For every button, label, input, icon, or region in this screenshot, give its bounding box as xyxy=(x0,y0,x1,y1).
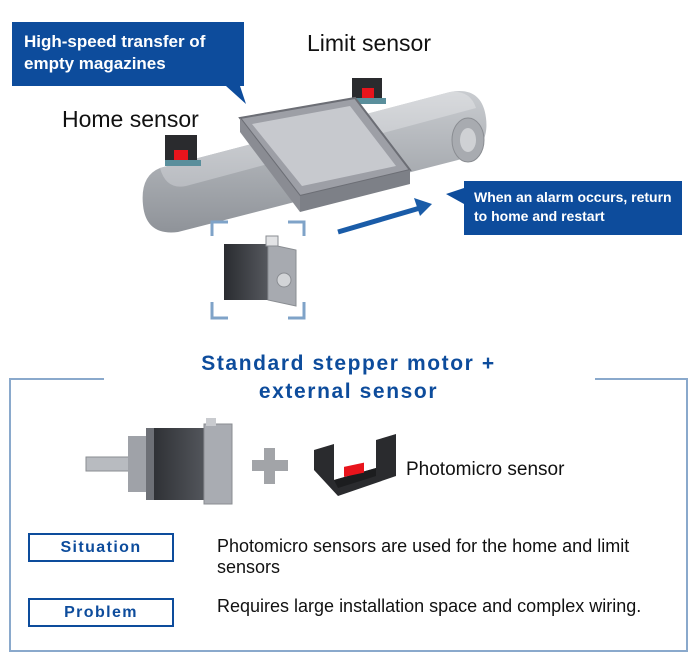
direction-arrow xyxy=(337,198,432,235)
plus-icon xyxy=(252,448,288,484)
motor-focus-bracket xyxy=(210,220,306,320)
callout-transfer-pointer xyxy=(226,86,246,104)
stepper-motor-large-icon xyxy=(85,418,233,505)
panel-title: Standard stepper motor + external sensor xyxy=(0,350,697,406)
panel-title-line-1: Standard stepper motor + xyxy=(201,352,496,375)
callout-alarm-pointer xyxy=(446,188,464,204)
magazine-tray xyxy=(238,96,412,212)
stepper-motor-icon xyxy=(224,235,297,307)
situation-text: Photomicro sensors are used for the home… xyxy=(217,536,630,577)
panel-title-line-2: external sensor xyxy=(258,380,439,403)
problem-tag: Problem xyxy=(28,598,174,627)
photomicro-sensor-label: Photomicro sensor xyxy=(406,459,565,480)
limit-sensor-icon xyxy=(352,78,386,104)
conveyor-illustration xyxy=(142,78,487,320)
problem-text: Requires large installation space and co… xyxy=(217,596,642,616)
callout-transfer: High-speed transfer of empty magazines xyxy=(12,22,244,86)
photomicro-sensor-icon xyxy=(314,434,396,496)
limit-sensor-label: Limit sensor xyxy=(307,30,431,56)
situation-tag: Situation xyxy=(28,533,174,562)
callout-alarm: When an alarm occurs, return to home and… xyxy=(464,181,682,235)
home-sensor-icon xyxy=(165,135,201,166)
home-sensor-label: Home sensor xyxy=(62,106,199,132)
